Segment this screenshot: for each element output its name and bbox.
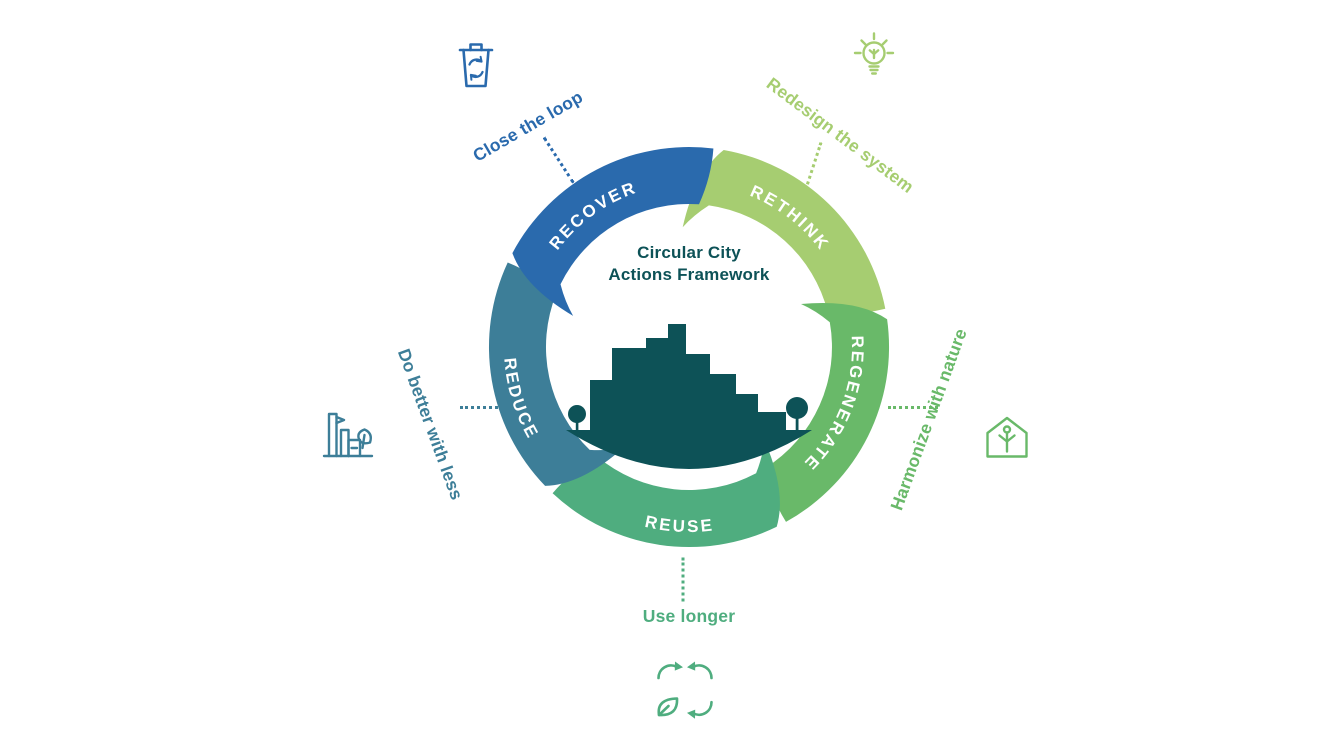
segment-reuse — [552, 440, 780, 548]
diagram-title-line1: Circular City — [637, 243, 741, 262]
leader-reduce — [460, 406, 498, 409]
greenhouse-tree-icon — [981, 410, 1033, 464]
segment-reduce — [488, 262, 624, 486]
segment-recover — [512, 147, 714, 316]
lightbulb-icon — [846, 24, 902, 86]
eco-factory-icon — [319, 404, 377, 466]
city-skyline-icon — [566, 324, 812, 469]
segment-rethink — [682, 150, 886, 314]
diagram-title: Circular City Actions Framework — [569, 242, 809, 285]
segment-regenerate — [764, 302, 890, 522]
recycle-leaf-icon — [650, 653, 720, 725]
leader-reuse — [681, 557, 685, 602]
tagline-use-longer: Use longer — [642, 606, 736, 626]
leader-regenerate — [888, 406, 938, 409]
diagram-title-line2: Actions Framework — [608, 264, 770, 284]
recycle-bin-icon — [452, 38, 500, 92]
